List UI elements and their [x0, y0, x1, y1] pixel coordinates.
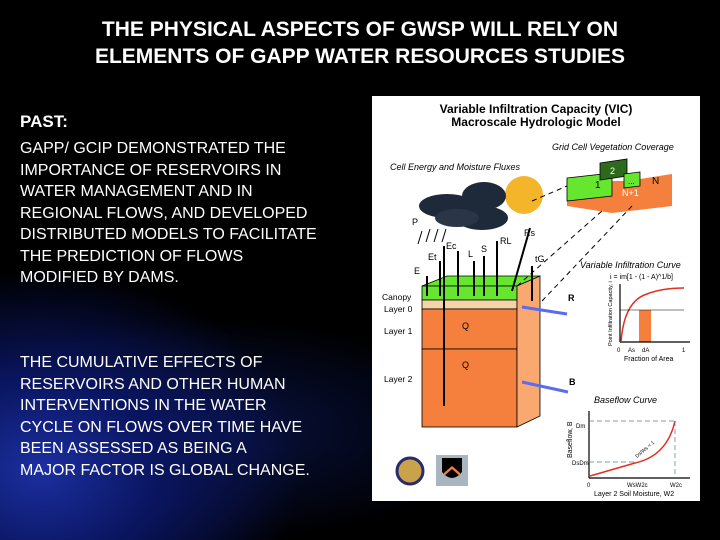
chart-title: Baseflow Curve — [594, 395, 657, 405]
flux-e: E — [414, 266, 420, 276]
flux-arrows — [426, 227, 533, 301]
tile-label: N — [652, 176, 659, 187]
tick: dA — [642, 348, 649, 354]
line: MAJOR FACTOR IS GLOBAL CHANGE. — [20, 461, 310, 479]
x-label: Layer 2 Soil Moisture, W2 — [594, 491, 674, 498]
layer-label: Layer 1 — [384, 326, 413, 336]
dashed-connectors — [516, 185, 633, 302]
line: INTERVENTIONS IN THE WATER — [20, 397, 267, 414]
flow-r: R — [568, 293, 575, 303]
tick: DsDm — [572, 461, 589, 467]
flux-tg: tG — [535, 254, 545, 264]
flux-ec: Ec — [446, 241, 457, 251]
diagram-subtitle: Macroscale Hydrologic Model — [451, 115, 620, 129]
vegetation-tiles: 1 2 ... N N+1 — [566, 158, 672, 213]
veg-label: Grid Cell Vegetation Coverage — [552, 142, 674, 152]
layer-label: Layer 2 — [384, 374, 413, 384]
flow-q: Q — [462, 321, 469, 331]
line: RESERVOIRS AND OTHER HUMAN — [20, 375, 286, 393]
flow-b: B — [569, 377, 576, 387]
line: BEEN ASSESSED AS BEING A — [20, 440, 247, 457]
past-paragraph: GAPP/ GCIP DEMONSTRATED THE IMPORTANCE OF… — [20, 138, 370, 289]
layer-label: Canopy — [382, 292, 412, 302]
flux-s: S — [481, 244, 487, 254]
line: REGIONAL FLOWS, AND DEVELOPED — [20, 204, 308, 222]
vic-model-diagram: Variable Infiltration Capacity (VIC) Mac… — [372, 96, 700, 501]
y-label: Point Infiltration Capacity, i — [608, 281, 614, 346]
flux-rs: Rs — [524, 228, 535, 238]
cloud-sun-icon — [419, 176, 543, 230]
tile-label: 1 — [595, 180, 601, 191]
rain-lines — [417, 228, 447, 245]
past-heading: PAST: — [20, 112, 68, 131]
university-seal-logo — [395, 456, 425, 486]
tick: W2c — [670, 483, 682, 489]
cumulative-paragraph: THE CUMULATIVE EFFECTS OF RESERVOIRS AND … — [20, 352, 370, 481]
tick: Dm — [576, 424, 585, 430]
runoff-arrows — [521, 305, 569, 394]
line: IMPORTANCE OF RESERVOIRS IN — [20, 161, 282, 179]
tile-label: ... — [628, 177, 635, 186]
tile-label: 2 — [610, 166, 615, 176]
line: MODIFIED BY DAMS. — [20, 269, 179, 286]
diagram-title: Variable Infiltration Capacity (VIC) — [440, 102, 633, 116]
line: WATER MANAGEMENT AND IN — [20, 183, 253, 200]
title-line: THE PHYSICAL ASPECTS OF GWSP WILL RELY O… — [101, 18, 619, 41]
princeton-shield-logo — [436, 455, 468, 486]
tile-label: N+1 — [622, 188, 639, 198]
flux-rl: RL — [500, 236, 512, 246]
layer-label: Layer 0 — [384, 304, 413, 314]
tick: 1 — [682, 348, 686, 354]
flux-et: Et — [428, 252, 437, 262]
baseflow-curve-chart: Baseflow Curve Dm DsDm 0 WsW2c W2c Ds/Ws… — [567, 395, 690, 498]
infiltration-curve-chart: Variable Infiltration Curve i = im[1 - (… — [580, 260, 690, 363]
flux-l: L — [468, 249, 473, 259]
line: DISTRIBUTED MODELS TO FACILITATE — [20, 226, 317, 243]
flow-q: Q — [462, 360, 469, 370]
tick: 0 — [587, 483, 591, 489]
equation: i = im[1 - (1 - A)^1/b] — [610, 274, 673, 281]
line: THE PREDICTION OF FLOWS — [20, 247, 244, 265]
line: CYCLE ON FLOWS OVER TIME HAVE — [20, 418, 303, 436]
x-label: Fraction of Area — [624, 356, 674, 363]
tick: 0 — [617, 348, 621, 354]
fluxes-label: Cell Energy and Moisture Fluxes — [390, 162, 521, 172]
tick: As — [628, 348, 635, 354]
chart-title: Variable Infiltration Curve — [580, 260, 681, 270]
title-line: ELEMENTS OF GAPP WATER RESOURCES STUDIES — [94, 45, 626, 68]
flux-p: P — [412, 217, 418, 227]
tick: WsW2c — [627, 483, 648, 489]
line: THE CUMULATIVE EFFECTS OF — [20, 354, 263, 371]
slide-title: THE PHYSICAL ASPECTS OF GWSP WILL RELY O… — [0, 16, 720, 70]
y-label: Baseflow, B — [567, 421, 574, 458]
line: GAPP/ GCIP DEMONSTRATED THE — [20, 140, 286, 157]
